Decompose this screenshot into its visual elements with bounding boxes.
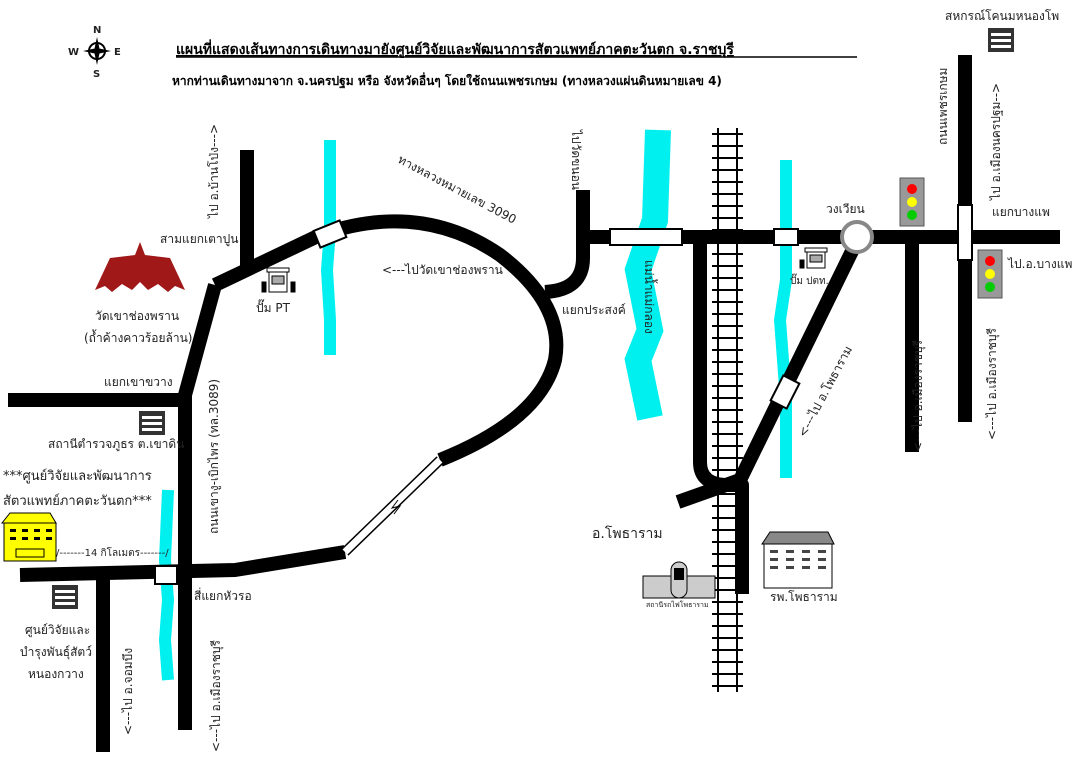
label-wat-khao-chong-phran: วัดเขาช่องพราน (95, 309, 179, 323)
label-bat-cave: (ถ้ำค้างคาวร้อยล้าน) (84, 329, 192, 345)
label-ptt-pump: ปั๊ม ปตท. (790, 273, 829, 287)
label-phetkasem: ถนนเพชรเกษม (936, 68, 950, 145)
label-to-ratchaburi-1: <---ไป อ.เมืองราชบุรี (911, 339, 926, 452)
label-distance: /-------14 กิโลเมตร-------/ (56, 546, 169, 559)
label-to-ban-pong: ไป อ.บ้านโป่ง---> (207, 124, 221, 219)
roundabout-icon (840, 220, 874, 254)
gas-station-icon (799, 247, 828, 269)
label-khao-khwang-junction: แยกเขาขวาง (104, 375, 173, 389)
compass-icon: N S E W (68, 25, 121, 80)
label-photharam: อ.โพธาราม (592, 525, 663, 542)
label-pt-pump: ปั๊ม PT (256, 299, 291, 315)
compass-w: W (68, 47, 79, 58)
label-si-yaek-hua-ro: สี่แยกหัวรอ (194, 587, 252, 603)
train-station-icon (642, 561, 716, 599)
label-to-ratchaburi-3: <---ไป อ.เมืองราชบุรี (209, 639, 224, 752)
label-photharam-hospital: รพ.โพธาราม (770, 590, 838, 604)
map-subtitle: หากท่านเดินทางมาจาก จ.นครปฐม หรือ จังหวั… (172, 72, 722, 89)
label-roundabout: วงเวียน (826, 202, 865, 216)
label-nong-kwang-2: บำรุงพันธุ์สัตว์ (20, 645, 92, 660)
building-icon (52, 585, 78, 609)
traffic-light-icon (899, 177, 925, 227)
label-nong-kwang-1: ศูนย์วิจัยและ (25, 623, 90, 638)
label-bang-phae-junction: แยกบางแพ (992, 205, 1050, 219)
label-to-chom-bueng: <---ไป อ.จอมบึง (121, 648, 135, 735)
label-photharam-station: สถานีรถไฟโพธาราม (646, 600, 709, 609)
roads (8, 55, 1060, 752)
bridges (154, 204, 973, 585)
map-title: แผนที่แสดงเส้นทางการเดินทางมายังศูนย์วิจ… (176, 39, 734, 58)
label-mae-klong: แม่น้ำแม่กลอง (642, 260, 658, 334)
label-to-bang-phae: ไป.อ.บางแพ (1007, 257, 1072, 271)
label-to-nakhon-pathom: ไป อ.เมืองนครปฐม--> (989, 83, 1003, 201)
label-khao-ngu-road: ถนนเขางู-เบิกไพร (ทล.3089) (207, 379, 222, 534)
hospital-icon (761, 531, 835, 589)
label-to-wat-khanon: ไปวัดขนอน (569, 129, 583, 190)
label-to-wat-khao-chong-phran: <---ไปวัดเขาช่องพราน (382, 263, 503, 277)
label-prasong-junction: แยกประสงค์ (562, 303, 626, 317)
police-station-icon (139, 411, 165, 435)
compass-s: S (93, 69, 100, 80)
railway (712, 128, 743, 692)
label-center-line1: ***ศูนย์วิจัยและพัฒนาการ (3, 468, 152, 484)
bat-icon (95, 242, 185, 292)
label-center-line2: สัตวแพทย์ภาคตะวันตก*** (3, 493, 152, 509)
building-icon (988, 28, 1014, 52)
compass-e: E (114, 47, 121, 58)
traffic-light-icon (977, 249, 1003, 299)
label-sam-yaek-tao-pun: สามแยกเตาปูน (160, 232, 238, 247)
label-police-station: สถานีตำรวจภูธร ต.เขาดิน (48, 437, 184, 452)
center-building-icon (0, 512, 57, 562)
gas-station-icon (261, 267, 296, 293)
compass-n: N (93, 25, 101, 36)
label-to-ratchaburi-2: <---ไป อ.เมืองราชบุรี (985, 327, 1000, 440)
label-nong-kwang-3: หนองกวาง (28, 667, 84, 681)
label-coop: สหกรณ์โคนมหนองโพ (945, 9, 1059, 23)
